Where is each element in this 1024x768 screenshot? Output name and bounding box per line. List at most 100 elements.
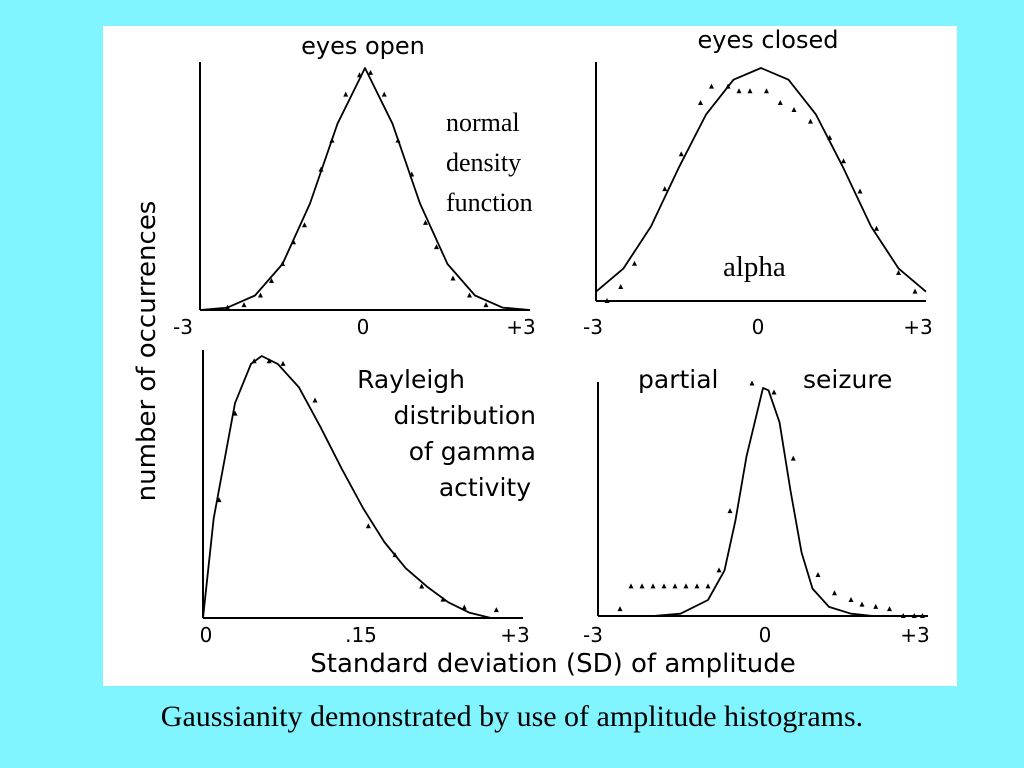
histogram-point	[357, 72, 362, 78]
histogram-point	[911, 613, 917, 618]
histogram-point	[434, 244, 439, 250]
histogram-point	[859, 601, 865, 607]
histogram-point	[678, 151, 684, 157]
histogram-point	[216, 497, 222, 503]
slide-caption: Gaussianity demonstrated by use of ampli…	[160, 700, 864, 733]
histogram-point	[694, 583, 700, 589]
histogram-point	[419, 583, 425, 589]
histogram-point	[771, 389, 777, 395]
chart-2: -3 0 +3 eyes closed alpha	[583, 26, 933, 339]
histogram-point	[815, 571, 821, 577]
histogram-point	[604, 298, 610, 303]
histogram-point	[450, 275, 456, 281]
histogram-point	[764, 88, 769, 94]
histogram-point	[873, 603, 879, 609]
histogram-point	[258, 292, 263, 298]
annotation-line: seizure	[803, 365, 892, 394]
chart-title: eyes open	[301, 32, 425, 60]
x-tick-label: -3	[583, 623, 603, 647]
chart-title: eyes closed	[698, 26, 839, 54]
figure-xlabel: Standard deviation (SD) of amplitude	[310, 649, 795, 679]
chart-4: -3 0 +3 partial seizure	[583, 365, 930, 647]
x-tick-label: -3	[583, 315, 603, 339]
annotation-line: density	[446, 148, 521, 177]
histogram-point	[392, 552, 398, 558]
histogram-point	[672, 583, 678, 589]
histogram-point	[343, 91, 349, 97]
histogram-point	[832, 590, 837, 596]
histogram-point	[269, 277, 274, 283]
histogram-point	[791, 106, 797, 112]
x-tick-label: 0	[200, 623, 213, 647]
figure-ylabel: number of occurrences	[132, 201, 162, 502]
x-tick-label: +3	[506, 315, 535, 339]
x-tick-label: -3	[173, 315, 193, 339]
histogram-point	[241, 302, 247, 308]
histogram-point	[618, 284, 624, 290]
histogram-point	[705, 583, 711, 589]
histogram-point	[662, 186, 668, 192]
histogram-point	[747, 88, 753, 94]
histogram-point	[896, 270, 901, 276]
fitted-curve	[202, 355, 523, 619]
annotation-line: alpha	[723, 251, 786, 283]
histogram-point	[857, 188, 863, 194]
histogram-point	[251, 358, 257, 364]
histogram-point	[848, 597, 854, 603]
histogram-point	[727, 508, 733, 514]
histogram-point	[827, 134, 833, 140]
annotation-line: of gamma	[409, 437, 536, 466]
histogram-point	[749, 380, 755, 386]
annotation-line: function	[446, 188, 533, 217]
x-tick-label: 0	[752, 315, 765, 339]
annotation-line: activity	[439, 473, 531, 502]
histogram-point	[617, 606, 623, 612]
histogram-point	[291, 239, 296, 245]
histogram-point	[225, 304, 230, 310]
histogram-point	[280, 261, 285, 267]
x-tick-label: 0	[357, 315, 370, 339]
histogram-point	[650, 583, 656, 589]
histogram-point	[709, 83, 714, 89]
histogram-point	[467, 292, 472, 298]
histogram-point	[483, 302, 489, 308]
histogram-point	[409, 171, 415, 177]
histogram-point	[912, 288, 918, 294]
fitted-curve	[598, 387, 928, 617]
histogram-point	[777, 99, 783, 105]
histogram-point	[318, 166, 324, 172]
annotation-line: partial	[638, 365, 718, 394]
annotation-line: distribution	[394, 401, 536, 430]
histogram-point	[628, 583, 634, 589]
histogram-point	[683, 583, 689, 589]
histogram-point	[280, 360, 286, 366]
fitted-curve	[199, 67, 531, 311]
histogram-point	[887, 606, 892, 612]
histogram-point	[808, 118, 813, 124]
histogram-point	[302, 222, 307, 228]
histogram-point	[661, 583, 667, 589]
histogram-point	[874, 225, 879, 231]
histogram-point	[232, 410, 238, 416]
histogram-point	[395, 137, 401, 143]
annotation-line: Rayleigh	[357, 365, 465, 394]
histogram-point	[493, 607, 499, 613]
histogram-point	[725, 83, 731, 89]
histogram-point	[632, 260, 637, 266]
histogram-point	[329, 137, 335, 143]
histogram-point	[266, 358, 272, 364]
histogram-point	[312, 397, 318, 403]
x-tick-label: .15	[345, 623, 377, 647]
x-tick-label: 0	[759, 623, 772, 647]
histogram-point	[368, 69, 373, 75]
histogram-point	[736, 88, 742, 94]
histogram-point	[639, 583, 645, 589]
histogram-point	[365, 523, 371, 529]
x-tick-label: +3	[903, 315, 932, 339]
histogram-point	[440, 596, 446, 602]
fitted-curve	[595, 67, 927, 293]
x-tick-label: +3	[900, 623, 929, 647]
